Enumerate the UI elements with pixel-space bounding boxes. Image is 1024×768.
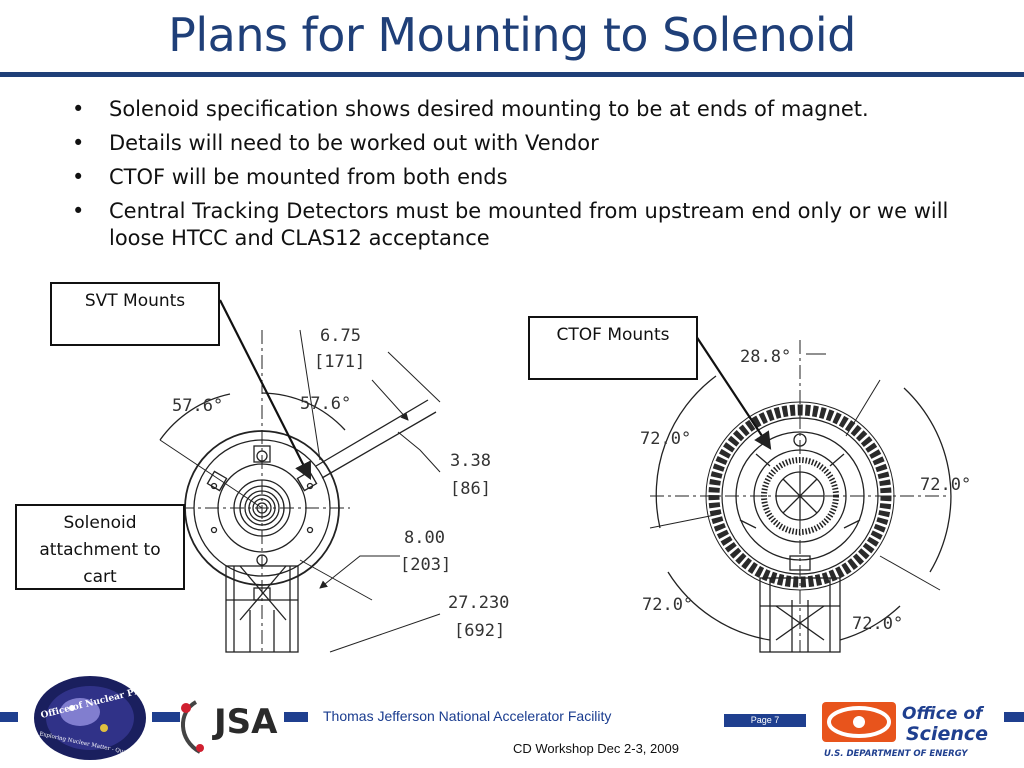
ctof-mounts-callout: CTOF Mounts — [528, 316, 698, 380]
bullet-item: Solenoid specification shows desired mou… — [72, 96, 972, 123]
office-logo-line2: Science — [906, 723, 988, 745]
dim-692: [692] — [454, 621, 505, 641]
dim-800: 8.00 — [404, 528, 445, 548]
dim-171: [171] — [314, 352, 365, 372]
dim-288: 28.8° — [740, 347, 791, 367]
ctof-drawing — [649, 340, 952, 653]
dim-72-upper-left: 72.0° — [640, 429, 691, 449]
dim-86: [86] — [450, 479, 491, 499]
footer-bar-left — [0, 712, 18, 722]
svt-drawing — [159, 329, 441, 653]
footer-bar-jsa — [284, 712, 308, 722]
bullet-item: Central Tracking Detectors must be mount… — [72, 198, 972, 252]
doe-logo-text: U.S. DEPARTMENT OF ENERGY — [824, 749, 968, 759]
svt-mounts-callout: SVT Mounts — [50, 282, 220, 346]
title-divider — [0, 72, 1024, 77]
dim-338: 3.38 — [450, 451, 491, 471]
page-number: Page 7 — [750, 715, 780, 725]
dim-576-left: 57.6° — [172, 396, 223, 416]
footer-organization: Thomas Jefferson National Accelerator Fa… — [323, 708, 612, 724]
page-number-box — [724, 714, 806, 727]
dim-576-right: 57.6° — [300, 394, 351, 414]
dim-72-right: 72.0° — [920, 475, 971, 495]
bullet-list: Solenoid specification shows desired mou… — [72, 96, 972, 259]
dim-675: 6.75 — [320, 326, 361, 346]
bullet-item: CTOF will be mounted from both ends — [72, 164, 972, 191]
office-of-science-logo: Office of Science U.S. DEPARTMENT OF ENE… — [822, 702, 988, 759]
dim-203: [203] — [400, 555, 451, 575]
solenoid-attachment-callout: Solenoid attachment to cart — [15, 504, 185, 590]
slide-title: Plans for Mounting to Solenoid — [168, 8, 856, 62]
bullet-item: Details will need to be worked out with … — [72, 130, 972, 157]
callout-pointers — [219, 299, 772, 480]
dim-72-lower-left: 72.0° — [642, 595, 693, 615]
office-logo-line1: Office of — [902, 704, 985, 724]
footer-bar-right — [1004, 712, 1024, 722]
jsa-logo: JSA — [181, 700, 278, 754]
footer-bar-mid — [152, 712, 180, 722]
dim-27230: 27.230 — [448, 593, 509, 613]
dim-72-lower-right: 72.0° — [852, 614, 903, 634]
jsa-logo-text: JSA — [212, 702, 278, 742]
footer-event: CD Workshop Dec 2-3, 2009 — [513, 741, 679, 756]
nuclear-physics-logo: Office of Nuclear Physics Exploring Nucl… — [34, 676, 165, 762]
